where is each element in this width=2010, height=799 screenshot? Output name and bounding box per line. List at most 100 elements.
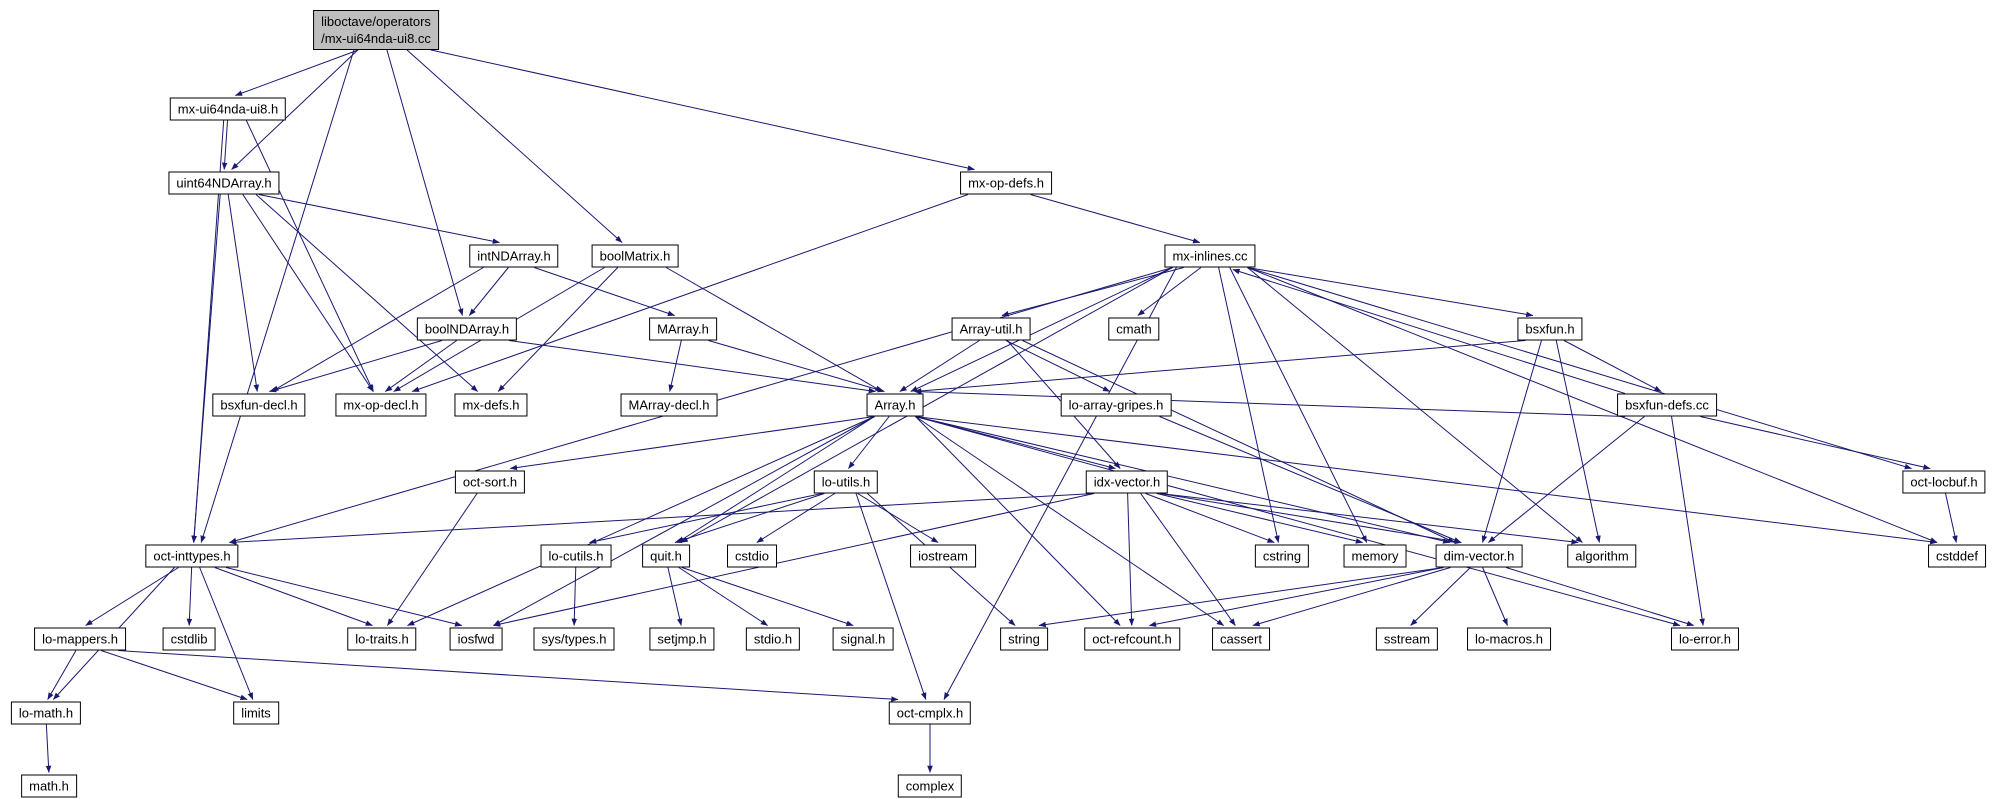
graph-node-cassert[interactable]: cassert bbox=[1212, 627, 1270, 651]
graph-node-intndarray-h[interactable]: intNDArray.h bbox=[469, 244, 559, 268]
edge-uint64NDArray-h-to-intNDArray-h bbox=[258, 194, 500, 244]
graph-node-iosfwd[interactable]: iosfwd bbox=[449, 627, 503, 651]
edge-bsxfun-defs-cc-to-Array-h bbox=[914, 388, 1626, 417]
graph-node-idx-vector-h[interactable]: idx-vector.h bbox=[1085, 470, 1169, 494]
graph-node-oct-cmplx-h[interactable]: oct-cmplx.h bbox=[888, 701, 972, 725]
graph-node-limits[interactable]: limits bbox=[233, 701, 279, 725]
graph-node-complex[interactable]: complex bbox=[897, 774, 963, 798]
edge-bsxfun-defs-cc-to-lo-error-h bbox=[1671, 416, 1705, 626]
edge-bsxfun-defs-cc-to-oct-locbuf-h bbox=[1700, 416, 1931, 470]
edge-mx-ui64nda-ui8-cc-to-mx-ui64nda-ui8-h bbox=[235, 49, 359, 96]
edge-Array-util-h-to-dim-vector-h bbox=[1022, 340, 1455, 543]
graph-node-cstdio[interactable]: cstdio bbox=[727, 544, 777, 568]
graph-node-signal-h[interactable]: signal.h bbox=[832, 627, 894, 651]
graph-node-lo-mappers-h[interactable]: lo-mappers.h bbox=[34, 627, 126, 651]
edge-boolNDArray-h-to-mx-op-decl-h bbox=[384, 340, 457, 392]
edge-idx-vector-h-to-algorithm bbox=[1159, 493, 1579, 545]
graph-node-mx-defs-h[interactable]: mx-defs.h bbox=[454, 393, 528, 417]
edge-intNDArray-h-to-MArray-h bbox=[534, 267, 675, 316]
edge-dim-vector-h-to-cassert bbox=[1252, 567, 1451, 627]
edge-oct-sort-h-to-lo-traits-h bbox=[386, 493, 478, 626]
graph-node-mx-inlines-cc[interactable]: mx-inlines.cc bbox=[1164, 244, 1256, 268]
graph-node-uint64ndarray-h[interactable]: uint64NDArray.h bbox=[168, 171, 280, 195]
edge-mx-inlines-cc-to-bsxfun-h bbox=[1247, 267, 1534, 318]
edge-Array-h-to-oct-refcount-h bbox=[915, 416, 1121, 626]
graph-node-oct-refcount-h[interactable]: oct-refcount.h bbox=[1084, 627, 1180, 651]
edge-lo-utils-h-to-lo-cutils-h bbox=[589, 493, 823, 544]
graph-node-mx-op-defs-h[interactable]: mx-op-defs.h bbox=[960, 171, 1052, 195]
graph-node-boolndarray-h[interactable]: boolNDArray.h bbox=[416, 317, 518, 341]
edge-Array-util-h-to-Array-h bbox=[899, 340, 980, 392]
edge-quit-h-to-stdio-h bbox=[678, 567, 768, 626]
graph-node-oct-sort-h[interactable]: oct-sort.h bbox=[454, 470, 526, 494]
edge-mx-inlines-cc-to-cmath bbox=[1137, 267, 1202, 316]
graph-node-algorithm[interactable]: algorithm bbox=[1567, 544, 1637, 568]
edge-oct-inttypes-h-to-iosfwd bbox=[225, 567, 463, 627]
edge-Array-h-to-lo-utils-h bbox=[848, 416, 890, 469]
graph-node-dim-vector-h[interactable]: dim-vector.h bbox=[1435, 544, 1523, 568]
edge-quit-h-to-setjmp-h bbox=[667, 567, 683, 626]
graph-node-math-h[interactable]: math.h bbox=[21, 774, 77, 798]
graph-node-cstddef[interactable]: cstddef bbox=[1928, 544, 1986, 568]
edge-bsxfun-h-to-algorithm bbox=[1555, 340, 1601, 543]
graph-node-string[interactable]: string bbox=[1000, 627, 1048, 651]
edge-boolMatrix-h-to-Array-h bbox=[665, 267, 883, 392]
graph-node-sstream[interactable]: sstream bbox=[1375, 627, 1439, 651]
graph-node-iostream[interactable]: iostream bbox=[910, 544, 976, 568]
graph-node-mx-ui64nda-ui8-h[interactable]: mx-ui64nda-ui8.h bbox=[169, 97, 287, 121]
edge-Array-h-to-lo-error-h bbox=[915, 416, 1681, 627]
edge-bsxfun-h-to-dim-vector-h bbox=[1481, 340, 1542, 543]
graph-node-sys-types-h[interactable]: sys/types.h bbox=[533, 627, 615, 651]
edge-idx-vector-h-to-cassert bbox=[1140, 493, 1236, 626]
edge-mx-inlines-cc-to-cstddef bbox=[1247, 267, 1938, 543]
edge-quit-h-to-signal-h bbox=[681, 567, 854, 626]
edge-intNDArray-h-to-bsxfun-decl-h bbox=[271, 267, 484, 392]
edge-lo-array-gripes-h-to-dim-vector-h bbox=[1159, 416, 1462, 543]
graph-node-cmath[interactable]: cmath bbox=[1108, 317, 1160, 341]
graph-node-oct-inttypes-h[interactable]: oct-inttypes.h bbox=[145, 544, 239, 568]
edge-oct-inttypes-h-to-lo-traits-h bbox=[214, 567, 373, 626]
graph-node-cstdlib[interactable]: cstdlib bbox=[162, 627, 216, 651]
graph-node-lo-cutils-h[interactable]: lo-cutils.h bbox=[540, 544, 612, 568]
edge-oct-inttypes-h-to-lo-mappers-h bbox=[85, 567, 179, 626]
edge-MArray-h-to-Array-h bbox=[708, 340, 885, 393]
graph-node-mx-op-decl-h[interactable]: mx-op-decl.h bbox=[335, 393, 427, 417]
graph-node-mx-ui64nda-ui8-cc: liboctave/operators /mx-ui64nda-ui8.cc bbox=[313, 10, 439, 50]
edge-uint64NDArray-h-to-mx-defs-h bbox=[255, 194, 478, 392]
graph-node-oct-locbuf-h[interactable]: oct-locbuf.h bbox=[1902, 470, 1986, 494]
edge-lo-cutils-h-to-sys-types-h bbox=[571, 567, 578, 626]
graph-node-lo-traits-h[interactable]: lo-traits.h bbox=[347, 627, 417, 651]
edge-mx-ui64nda-ui8-cc-to-uint64NDArray-h bbox=[231, 49, 359, 170]
edge-mx-ui64nda-ui8-cc-to-boolMatrix-h bbox=[406, 49, 623, 243]
edge-lo-mappers-h-to-oct-cmplx-h bbox=[117, 650, 899, 702]
graph-node-lo-array-gripes-h[interactable]: lo-array-gripes.h bbox=[1060, 393, 1172, 417]
graph-node-array-util-h[interactable]: Array-util.h bbox=[951, 317, 1031, 341]
edge-oct-inttypes-h-to-limits bbox=[199, 567, 254, 700]
graph-node-lo-error-h[interactable]: lo-error.h bbox=[1670, 627, 1740, 651]
edge-dim-vector-h-to-sstream bbox=[1410, 567, 1471, 626]
graph-node-marray-h[interactable]: MArray.h bbox=[649, 317, 717, 341]
graph-node-cstring[interactable]: cstring bbox=[1254, 544, 1310, 568]
edge-Array-h-to-lo-traits-h bbox=[407, 416, 875, 626]
edge-mx-inlines-cc-to-Array-util-h bbox=[1001, 267, 1184, 317]
edge-idx-vector-h-to-oct-refcount-h bbox=[1127, 493, 1135, 626]
edge-mx-inlines-cc-to-algorithm bbox=[1247, 267, 1583, 543]
graph-node-stdio-h[interactable]: stdio.h bbox=[745, 627, 801, 651]
graph-node-bsxfun-decl-h[interactable]: bsxfun-decl.h bbox=[212, 393, 306, 417]
graph-node-quit-h[interactable]: quit.h bbox=[642, 544, 690, 568]
edge-mx-ui64nda-ui8-h-to-uint64NDArray-h bbox=[221, 120, 229, 170]
graph-node-bsxfun-defs-cc[interactable]: bsxfun-defs.cc bbox=[1617, 393, 1717, 417]
edge-bsxfun-defs-cc-to-mx-inlines-cc bbox=[1232, 268, 1626, 394]
edge-mx-inlines-cc-to-Array-h bbox=[910, 267, 1173, 392]
graph-node-boolmatrix-h[interactable]: boolMatrix.h bbox=[591, 244, 679, 268]
graph-node-lo-math-h[interactable]: lo-math.h bbox=[10, 701, 82, 725]
edge-boolMatrix-h-to-mx-defs-h bbox=[497, 267, 619, 392]
graph-node-memory[interactable]: memory bbox=[1343, 544, 1407, 568]
graph-node-setjmp-h[interactable]: setjmp.h bbox=[649, 627, 715, 651]
graph-node-lo-utils-h[interactable]: lo-utils.h bbox=[813, 470, 879, 494]
graph-node-marray-decl-h[interactable]: MArray-decl.h bbox=[620, 393, 718, 417]
graph-node-array-h[interactable]: Array.h bbox=[866, 393, 924, 417]
graph-node-bsxfun-h[interactable]: bsxfun.h bbox=[1517, 317, 1583, 341]
graph-node-lo-macros-h[interactable]: lo-macros.h bbox=[1467, 627, 1551, 651]
edge-mx-op-defs-h-to-mx-op-decl-h bbox=[411, 194, 969, 392]
